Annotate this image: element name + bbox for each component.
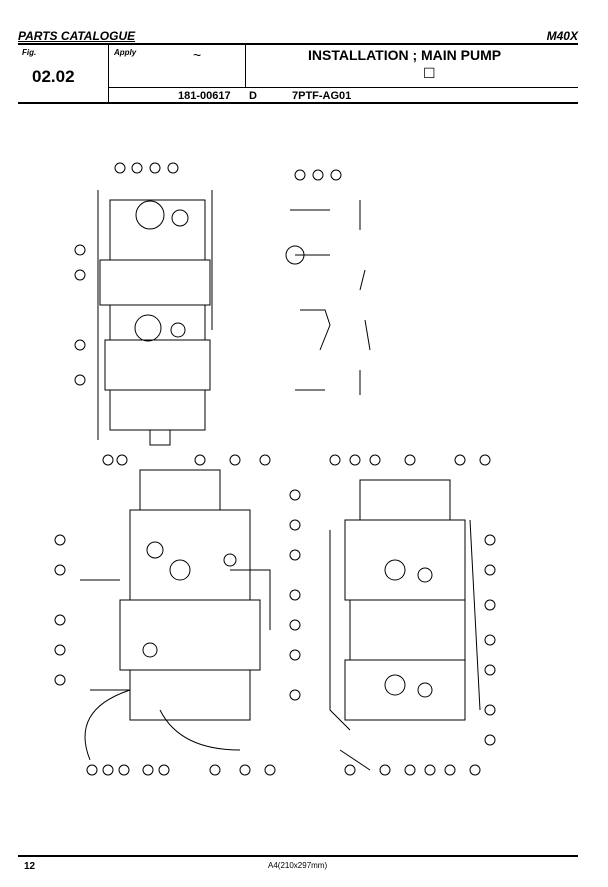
revision: D [249, 90, 257, 102]
header-divider-2 [245, 43, 246, 87]
fig-number: 02.02 [32, 67, 75, 86]
paper-size: A4(210x297mm) [268, 861, 328, 870]
header-top-rule [18, 43, 578, 45]
header-table: Fig. 02.02 Apply ~ INSTALLATION ; MAIN P… [18, 43, 578, 104]
header-divider-1 [108, 43, 109, 104]
detail-views [285, 200, 371, 395]
top-pump-assembly [97, 190, 213, 446]
part-code: 7PTF-AG01 [292, 90, 352, 102]
catalogue-title: PARTS CATALOGUE [18, 29, 136, 43]
bottom-right-pump-assembly [329, 479, 481, 771]
apply-value: ~ [193, 47, 202, 63]
top-line: PARTS CATALOGUE M40X [18, 29, 578, 45]
callout-balloons [54, 162, 496, 776]
exploded-view-drawing [40, 150, 540, 790]
page-number: 12 [24, 861, 36, 872]
checkbox-icon: ☐ [423, 65, 436, 81]
model-name: M40X [546, 29, 578, 43]
bottom-left-pump-assembly [80, 469, 271, 761]
apply-label: Apply [114, 48, 137, 57]
header-mid-rule [108, 87, 578, 88]
footer-rule [18, 855, 578, 857]
fig-label: Fig. [22, 48, 37, 57]
footer: 12 A4(210x297mm) [18, 855, 578, 875]
part-number: 181-00617 [178, 90, 231, 102]
page-title: INSTALLATION ; MAIN PUMP [308, 47, 502, 63]
header-bottom-rule [18, 102, 578, 104]
